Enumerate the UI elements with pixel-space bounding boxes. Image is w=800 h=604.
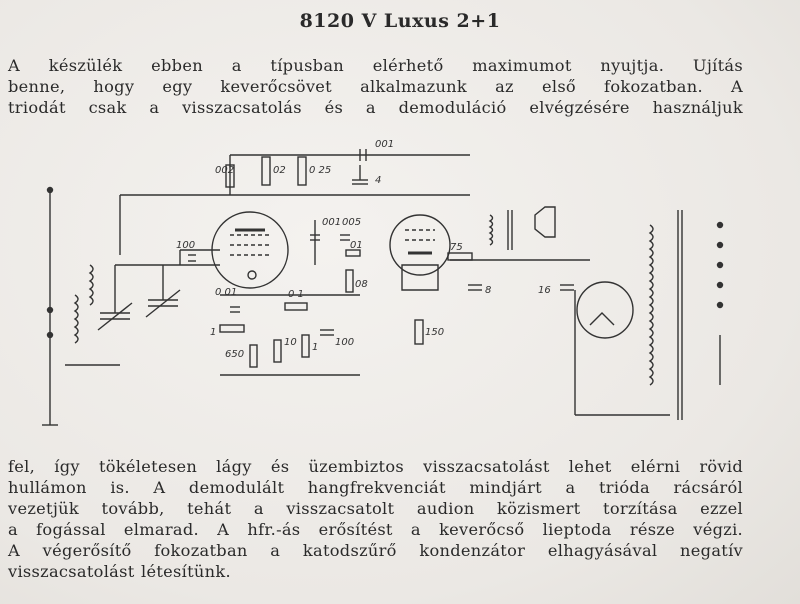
component-label: 16 (538, 285, 551, 296)
text-line: triodát csak a visszacsatolás és a demod… (8, 98, 743, 117)
text-line: vezetjük tovább, tehát a visszacsatolt a… (8, 499, 743, 518)
component-label: 001 (322, 217, 341, 228)
component-label: 0 1 (288, 289, 304, 300)
component-label: 002 (215, 165, 234, 176)
component-label: 75 (450, 242, 463, 253)
text-line: visszacsatolást létesítünk. (8, 562, 231, 581)
intro-paragraph: A készülék ebben a típusban elérhető max… (8, 55, 743, 118)
component-label: 01 (350, 240, 363, 251)
component-label: 10 (284, 337, 297, 348)
text-line: fel, így tökéletesen lágy és üzembiztos … (8, 457, 743, 476)
component-label: 08 (355, 279, 368, 290)
component-label: 02 (273, 165, 286, 176)
page-title: 8120 V Luxus 2+1 (299, 10, 501, 32)
text-line: a fogással elmarad. A hfr.-ás erősítést … (8, 520, 743, 539)
component-label: 001 (375, 139, 394, 150)
component-label: 100 (176, 240, 195, 251)
circuit-schematic: 100 001 002 02 0 25 4 001 005 01 (42, 139, 724, 426)
component-label: 1 (312, 342, 318, 353)
component-label: 1 (210, 327, 216, 338)
text-line: A készülék ebben a típusban elérhető max… (8, 56, 743, 75)
component-label: 150 (425, 327, 444, 338)
component-label: 005 (342, 217, 361, 228)
component-label: 650 (225, 349, 244, 360)
component-label: 8 (485, 285, 491, 296)
component-label: 0 01 (215, 287, 237, 298)
text-line: A végerősítő fokozatban a katodszűrő kon… (8, 541, 743, 560)
text-line: hullámon is. A demodulált hangfrekvenciá… (8, 478, 743, 497)
body-paragraph: fel, így tökéletesen lágy és üzembiztos … (8, 456, 743, 582)
component-label: 100 (335, 337, 354, 348)
component-label: 4 (375, 175, 381, 186)
text-line: benne, hogy egy keverőcsövet alkalmazunk… (8, 77, 743, 96)
component-label: 0 25 (309, 165, 331, 176)
